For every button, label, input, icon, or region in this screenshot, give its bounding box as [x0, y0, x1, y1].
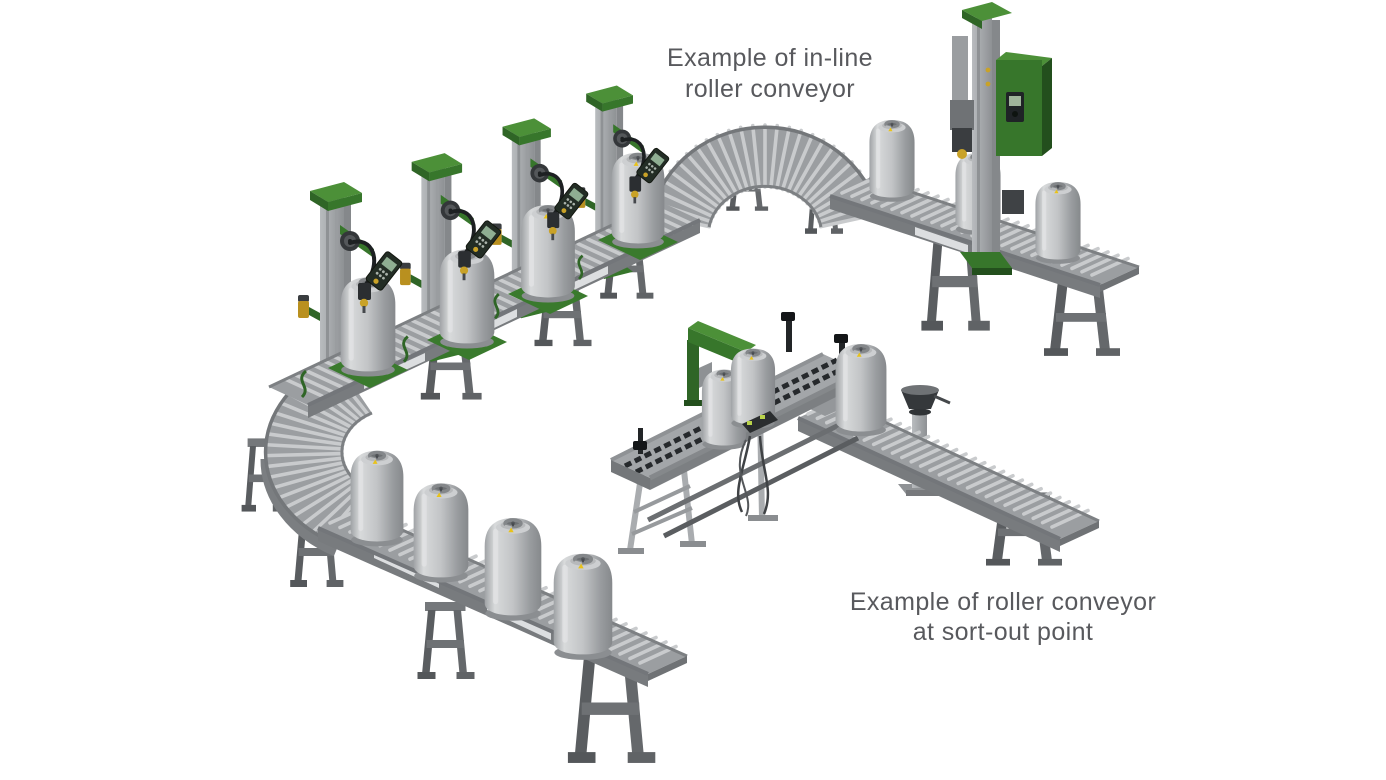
check-scale-machine [950, 2, 1052, 275]
sortout-label-line2: at sort-out point [913, 618, 1094, 646]
conveyor-leg [417, 602, 475, 679]
inline-conveyor-label-line1: Example of in-line [667, 44, 873, 72]
gas-cylinder [411, 481, 471, 585]
roller-conveyor-inbound [829, 174, 1140, 298]
gas-cylinder [551, 551, 615, 662]
gas-cylinder [482, 516, 544, 623]
roller-conveyor-top-curve [648, 123, 882, 229]
gas-cylinder [868, 118, 916, 204]
gas-cylinder [833, 342, 889, 438]
inline-conveyor-label-line2: roller conveyor [685, 75, 855, 103]
sortout-clamp-device [736, 411, 778, 517]
sortout-label-line1: Example of roller conveyor [850, 588, 1156, 616]
gas-cylinder [1034, 180, 1082, 266]
gas-cylinder [348, 449, 406, 549]
sortout-portal-frame [684, 321, 756, 406]
